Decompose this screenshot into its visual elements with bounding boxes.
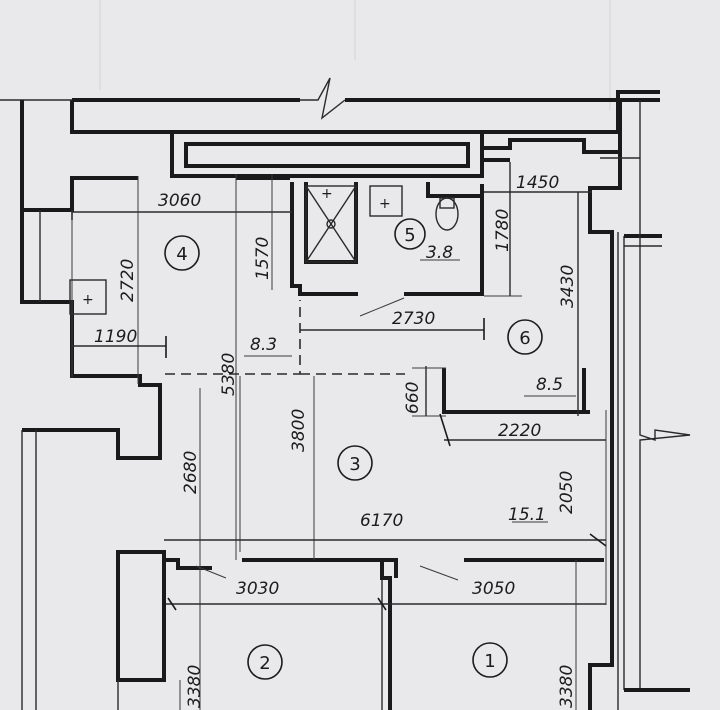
dim-1780: 1780 [493,209,513,252]
dim-6170: 6170 [360,511,403,531]
dim-2220: 2220 [498,421,541,441]
dim-5380: 5380 [219,353,239,396]
dim-3800: 3800 [289,409,309,452]
dimension-labels: 3060 1450 1780 3430 2720 1570 2730 1190 … [94,173,578,708]
room-marker-6 [507,319,543,355]
dim-3050: 3050 [472,579,515,599]
dim-3030: 3030 [236,579,279,599]
room-number-5: 5 [404,225,415,246]
dim-3430: 3430 [558,265,578,308]
dim-1190: 1190 [94,327,137,347]
room-number-6: 6 [519,328,530,349]
room-marker-3 [337,445,373,481]
room-number-2: 2 [259,653,270,674]
dim-1570: 1570 [253,237,273,280]
svg-text:+: + [82,292,94,308]
vent-shaft [170,132,618,178]
dim-1450: 1450 [516,173,559,193]
room-marker-4 [164,235,200,271]
room-number-1: 1 [484,651,495,672]
outer-walls [0,77,691,710]
room-marker-1 [472,642,508,678]
room-number-3: 3 [349,454,360,475]
dim-2050: 2050 [557,471,577,514]
dim-660: 660 [403,382,423,414]
area-room3: 15.1 [508,505,546,525]
dim-3380-right: 3380 [557,665,577,708]
area-room5: 3.8 [426,243,453,263]
interior-partitions: + [69,279,604,710]
room-markers: 4 5 6 3 2 1 [164,218,543,680]
area-room6: 8.5 [536,375,563,395]
svg-text:+: + [379,196,391,212]
room-marker-5 [394,218,426,250]
dimension-lines [71,162,607,710]
dim-2730: 2730 [392,309,435,329]
room-number-4: 4 [176,244,187,265]
dim-2680: 2680 [181,451,201,494]
dim-3380-left: 3380 [185,665,205,708]
svg-text:+: + [321,186,333,202]
area-labels: 3.8 8.3 8.5 15.1 [250,243,563,525]
area-room4: 8.3 [250,335,277,355]
dim-2720: 2720 [118,259,138,302]
dim-3060: 3060 [158,191,201,211]
room-marker-2 [247,644,283,680]
bathroom-walls: + + [290,182,484,296]
